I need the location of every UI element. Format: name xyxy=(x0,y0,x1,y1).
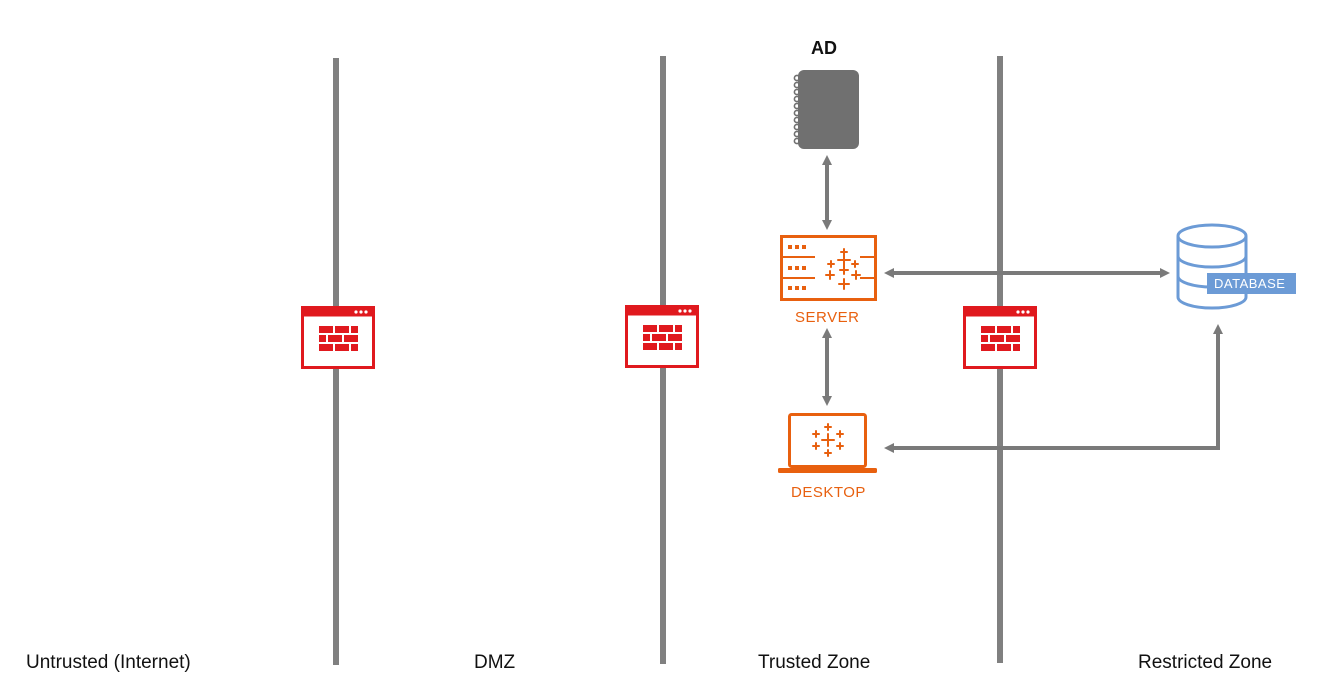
database-label: DATABASE xyxy=(1214,276,1286,291)
firewall-icon xyxy=(963,306,1037,369)
server-icon xyxy=(780,235,877,301)
laptop-icon xyxy=(778,413,877,473)
zone-label-dmz: DMZ xyxy=(474,652,516,673)
zone-label-restricted: Restricted Zone xyxy=(1138,652,1273,673)
server-label: SERVER xyxy=(795,309,860,326)
notebook-icon xyxy=(793,70,859,149)
zone-label-trusted: Trusted Zone xyxy=(758,652,871,673)
firewall-icon xyxy=(301,306,375,369)
database-badge xyxy=(1207,273,1296,294)
ad-label: AD xyxy=(811,38,837,58)
zone-label-untrusted: Untrusted (Internet) xyxy=(26,652,191,673)
database-icon xyxy=(1176,223,1248,310)
firewall-icon xyxy=(625,305,699,368)
desktop-label: DESKTOP xyxy=(791,484,866,501)
arrow-desktop-database xyxy=(884,324,1223,453)
